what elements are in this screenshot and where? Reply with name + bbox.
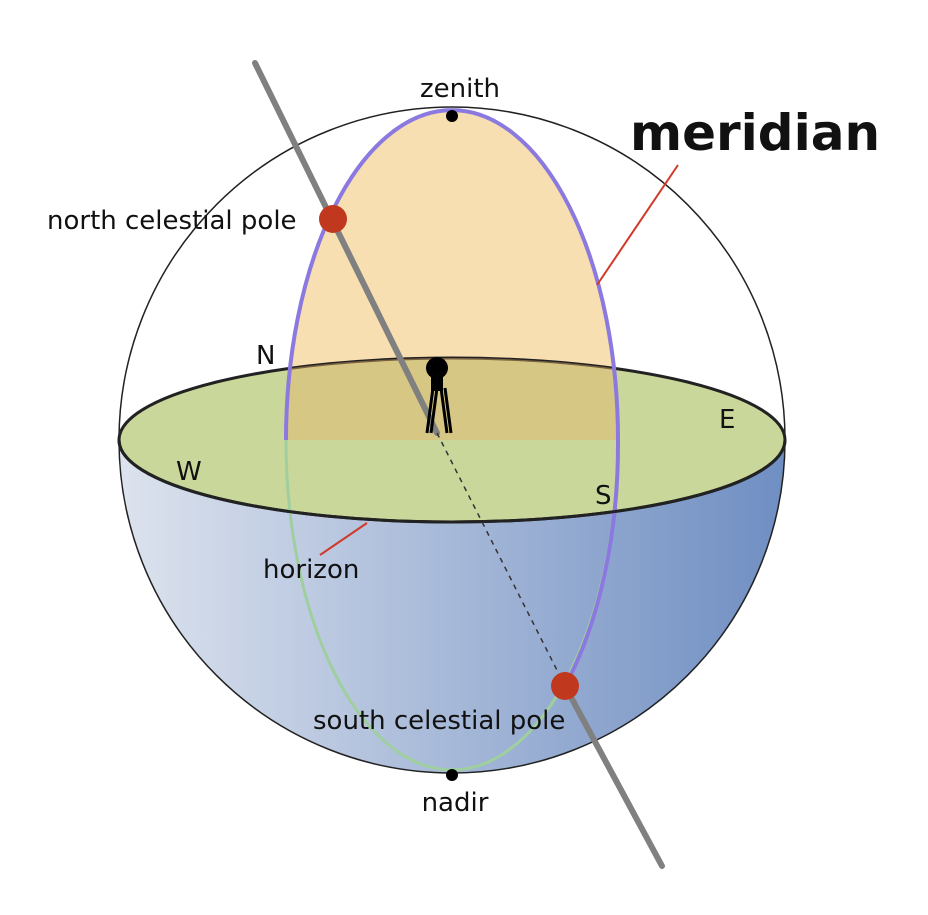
meridian-upper-fill bbox=[286, 110, 618, 441]
nadir-marker bbox=[446, 769, 458, 781]
nadir-label: nadir bbox=[422, 788, 489, 818]
horizon-pointer-line bbox=[319, 522, 368, 556]
south-celestial-pole-label: south celestial pole bbox=[313, 706, 565, 736]
meridian-label: meridian bbox=[630, 104, 880, 162]
south-celestial-pole-marker bbox=[551, 672, 579, 700]
polar-axis-hidden bbox=[436, 432, 566, 687]
horizon-label: horizon bbox=[263, 555, 359, 585]
horizon-edge-front bbox=[117, 439, 787, 524]
polar-axis-lower bbox=[562, 683, 665, 869]
west-direction-label: W bbox=[176, 457, 202, 487]
meridian-front-line bbox=[563, 439, 621, 687]
celestial-sphere-outline bbox=[118, 106, 786, 441]
north-celestial-pole-label: north celestial pole bbox=[47, 206, 297, 236]
south-direction-label: S bbox=[595, 481, 612, 511]
east-direction-label: E bbox=[719, 405, 735, 435]
north-celestial-pole-marker bbox=[319, 205, 347, 233]
zenith-label: zenith bbox=[420, 74, 500, 104]
north-direction-label: N bbox=[256, 341, 275, 371]
meridian-pointer-line bbox=[596, 164, 679, 286]
observer-figure bbox=[425, 357, 453, 434]
polar-axis-upper bbox=[252, 60, 440, 436]
zenith-marker bbox=[446, 110, 458, 122]
